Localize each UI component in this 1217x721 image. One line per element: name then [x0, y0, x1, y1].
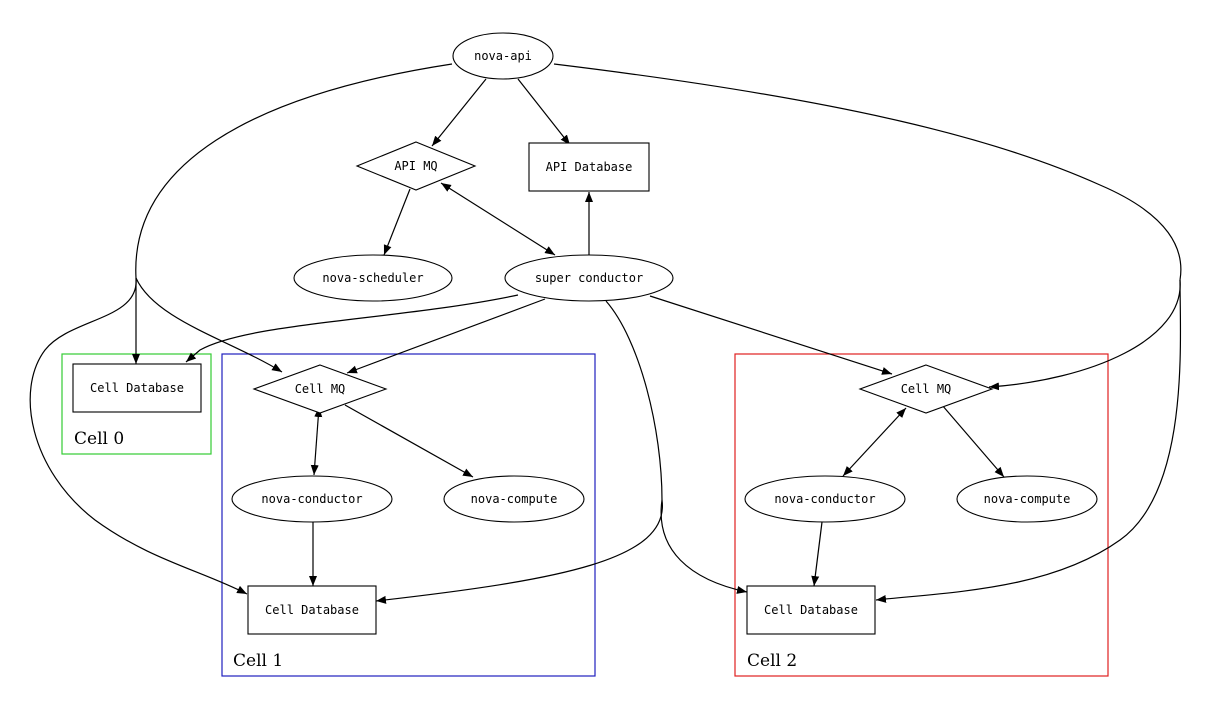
- cluster-cell-1: [221, 353, 596, 677]
- node-cell0-database: Cell Database: [72, 363, 202, 413]
- edge-branch-to-cell1-database: [29, 277, 248, 595]
- edges: [29, 63, 1182, 604]
- node-cell1-compute: nova-compute: [443, 475, 585, 523]
- node-api-mq-label: API MQ: [394, 159, 437, 173]
- node-nova-api-label: nova-api: [474, 49, 532, 63]
- edge-cell2-mq-conductor: [842, 407, 907, 477]
- edge-super-conductor-to-cell0-database: [185, 294, 519, 363]
- node-cell2-compute: nova-compute: [956, 475, 1098, 523]
- node-cell1-conductor: nova-conductor: [231, 475, 393, 523]
- node-cell1-database: Cell Database: [247, 585, 377, 635]
- edge-branch-to-cell2-database-from-super: [660, 499, 748, 594]
- node-cell0-database-label: Cell Database: [90, 381, 184, 395]
- edge-cell1-mq-to-compute: [344, 404, 474, 478]
- node-api-mq: API MQ: [355, 141, 477, 191]
- node-cell2-mq: Cell MQ: [858, 364, 994, 414]
- edge-api-mq-to-nova-scheduler: [383, 188, 411, 256]
- node-cell2-conductor: nova-conductor: [744, 475, 906, 523]
- cluster-cell-2: [734, 353, 1109, 677]
- node-cell2-database-label: Cell Database: [764, 603, 858, 617]
- node-super-conductor: super conductor: [504, 254, 674, 302]
- cluster-cell-2-label: Cell 2: [747, 651, 797, 671]
- node-nova-scheduler: nova-scheduler: [293, 254, 453, 302]
- edge-api-mq-super-conductor: [440, 182, 556, 256]
- node-cell1-database-label: Cell Database: [265, 603, 359, 617]
- node-nova-scheduler-label: nova-scheduler: [322, 271, 423, 285]
- node-cell2-database: Cell Database: [746, 585, 876, 635]
- edge-nova-api-to-api-mq: [431, 78, 487, 147]
- node-cell2-mq-label: Cell MQ: [901, 382, 952, 396]
- edge-nova-api-right-branch: [553, 63, 1182, 281]
- edge-nova-api-left-branch: [135, 63, 453, 279]
- edge-super-conductor-branch: [605, 300, 663, 501]
- edge-super-conductor-to-cell2-mq: [649, 295, 893, 375]
- edge-branch-to-cell2-database: [875, 279, 1182, 603]
- edge-branch-to-cell2-mq: [988, 279, 1181, 391]
- node-cell1-conductor-label: nova-conductor: [261, 492, 362, 506]
- edge-branch-to-cell1-database-from-super: [375, 499, 663, 604]
- edge-branch-to-cell1-mq: [135, 277, 283, 373]
- node-cell1-compute-label: nova-compute: [471, 492, 558, 506]
- node-cell2-conductor-label: nova-conductor: [774, 492, 875, 506]
- node-super-conductor-label: super conductor: [535, 271, 643, 285]
- node-cell2-compute-label: nova-compute: [984, 492, 1071, 506]
- cluster-cell-1-label: Cell 1: [233, 651, 283, 671]
- cluster-cell-0-label: Cell 0: [74, 429, 124, 449]
- edge-super-conductor-to-cell1-mq: [346, 298, 546, 374]
- node-api-database: API Database: [528, 142, 650, 192]
- edge-cell2-mq-to-compute: [941, 404, 1005, 478]
- edge-cell1-mq-conductor: [310, 406, 323, 476]
- node-api-database-label: API Database: [546, 160, 633, 174]
- edge-cell2-conductor-to-database: [811, 521, 823, 587]
- node-cell1-mq: Cell MQ: [252, 364, 388, 414]
- edge-nova-api-to-api-database: [517, 78, 571, 146]
- node-cell1-mq-label: Cell MQ: [295, 382, 346, 396]
- node-nova-api: nova-api: [452, 32, 554, 80]
